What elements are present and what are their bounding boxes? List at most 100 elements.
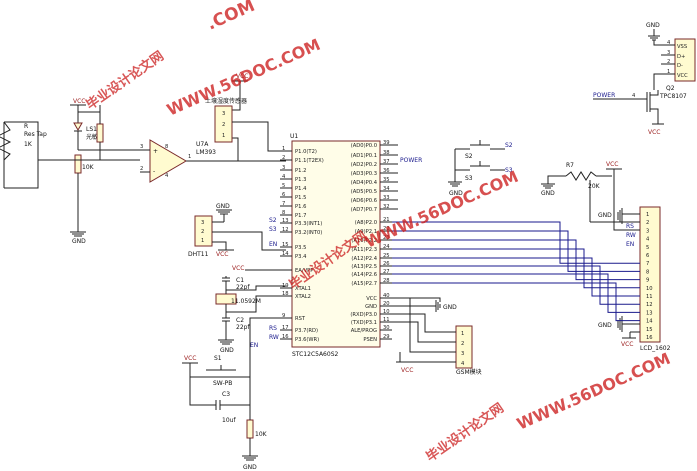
mcu-right-pin-num: 34 [383,186,390,192]
lcd-pin-num: 4 [646,237,650,243]
crystal-section: VCC C1 22pf 11.0592M C2 22pf GND [215,265,286,354]
mcu-right-pin-num: 32 [383,204,390,210]
soil-header [214,105,233,143]
comp-pin8: 8 [165,144,168,150]
net-rw-left: RW [269,334,279,341]
mcu-left-pin-name: XTAL2 [295,294,311,300]
mcu-left-pin-num: 16 [282,334,289,340]
mcu-left-pin-name: P3.6(WR) [295,337,319,343]
q2-pin: 4 [632,93,636,99]
lcd-rs: RS [626,223,634,230]
mcu-part: STC12C5A60S2 [292,351,339,358]
ls1-ref: LS1 [86,126,97,133]
mcu-right-pin-name: (AD6)P0.6 [351,198,377,204]
mcu-right-pin-num: 21 [383,217,390,223]
lcd-pin-num: 9 [646,278,649,284]
watermarks: .COM 毕业设计论文网 WWW.56DOC.COM 毕业设计论文网 WWW.5… [83,0,673,465]
gsm-vcc: VCC [401,367,413,374]
ls1-label: 光敏 [86,133,98,141]
c2-val: 22pf [236,324,250,331]
mcu-left-pin-num: 6 [282,192,285,198]
mosfet-q2: Q2 TPC8107 POWER 4 VCC [593,85,687,136]
mcu-right-pin-name: (A8)P2.0 [355,220,377,226]
gsm-pin1: 1 [461,331,464,337]
power-net-label: POWER [593,92,615,99]
mcu-left-pin-name: P1.7 [295,213,306,219]
gsm-pin3: 3 [461,351,464,357]
mcu-left-pin-num: 1 [282,146,285,152]
r7-ref: R7 [566,162,574,169]
gsm-header [455,325,473,369]
mcu-left-nets: S2 S3 EN RS RW [269,217,279,341]
mcu-left-pin-name: P1.5 [295,195,306,201]
mcu-left-pin-num: 7 [282,201,285,207]
mcu-left-pin-name: P3.7(RD) [295,328,318,334]
reset-resistor [246,419,254,439]
lcd-gnd-bottom: GND [598,322,612,329]
mcu-left-pin-num: 8 [282,210,285,216]
lcd-pin-num: 13 [646,310,653,316]
reset-en-net: EN [250,342,258,349]
soil-pin2: 2 [222,122,225,128]
r7-gnd: GND [541,190,555,197]
reset-section: VCC S1 SW-PB C3 10uf EN 10K GND [182,317,286,471]
ea-vcc: VCC [232,265,244,272]
wm-site-3: WWW.56DOC.COM [514,349,673,434]
q2-part: TPC8107 [659,93,687,100]
s1-part: SW-PB [213,380,232,387]
comparator-u7a: + - 3 2 1 8 4 U7A LM393 [140,137,286,183]
mcu-left-pin-name: P1.1(T2EX) [295,158,324,164]
lcd-en: EN [626,241,634,248]
gsm-pin2: 2 [461,341,464,347]
mcu-right-pin-num: 29 [383,334,390,340]
lcd-pin-num: 10 [646,286,653,292]
c1-ref: C1 [236,277,244,284]
mcu-right-pin-num: 10 [383,309,390,315]
mcu-power-gsm: GND 1 2 3 4 GSM模块 VCC [386,297,482,376]
mcu-left-pin-name: P3.4 [295,254,307,260]
soil-vcc: VCC [236,73,248,80]
mcu-right-pin-name: (A9)P2.1 [355,229,377,235]
lcd-vcc: VCC [621,341,633,348]
mcu-right-pin-name: (RXD)P3.0 [350,312,377,318]
lcd-bus-line [392,221,640,264]
mcu-right-pin-name: (A15)P2.7 [351,281,377,287]
mcu-left-pin-num: 12 [282,227,289,233]
mcu-right-pin-num: 39 [383,140,390,146]
usb-pin2: 2 [667,59,670,65]
mcu-power-net: POWER [400,157,422,164]
r-val: 1K [24,141,33,148]
ldr-section: VCC LS1 光敏 10K GND R Res Tap 1K [0,98,150,245]
wm-cn-1: 毕业设计论文网 [83,48,167,113]
rpot-resistor [96,123,104,143]
mcu-right-pin-num: 35 [383,177,390,183]
dht-vcc: VCC [216,251,228,258]
usb-vss: VSS [677,44,687,50]
reset-gnd: GND [243,464,257,471]
mcu-right-pin-num: 26 [383,261,390,267]
reset-vcc: VCC [184,355,196,362]
comp-pin1: 1 [188,154,191,160]
mcu-right-pin-name: (A12)P2.4 [351,256,377,262]
c1-val: 22pf [236,284,250,291]
lcd-bus-line [392,282,640,322]
mcu-right-pin-num: 38 [383,150,390,156]
mcu-right-pin-num: 22 [383,226,390,232]
mcu-right-pin-num: 28 [383,278,390,284]
c3-ref: C3 [222,391,230,398]
wm-cn-3: 毕业设计论文网 [423,400,507,465]
r7-val: 20K [588,183,601,190]
mcu-right-pin-name: (AD2)P0.2 [351,162,377,168]
mcu-right-pin-num: 11 [383,317,390,323]
keys-gnd: GND [449,190,463,197]
mcu-right-pin-name: (AD5)P0.5 [351,189,377,195]
usb-dm: D- [677,63,683,69]
q2-vcc: VCC [648,129,660,136]
comp-minus: - [153,168,155,175]
wm-top-com: .COM [204,0,258,35]
mcu-right-pin-num: 24 [383,244,390,250]
mcu-right-pin-name: (A13)P2.5 [351,264,377,270]
